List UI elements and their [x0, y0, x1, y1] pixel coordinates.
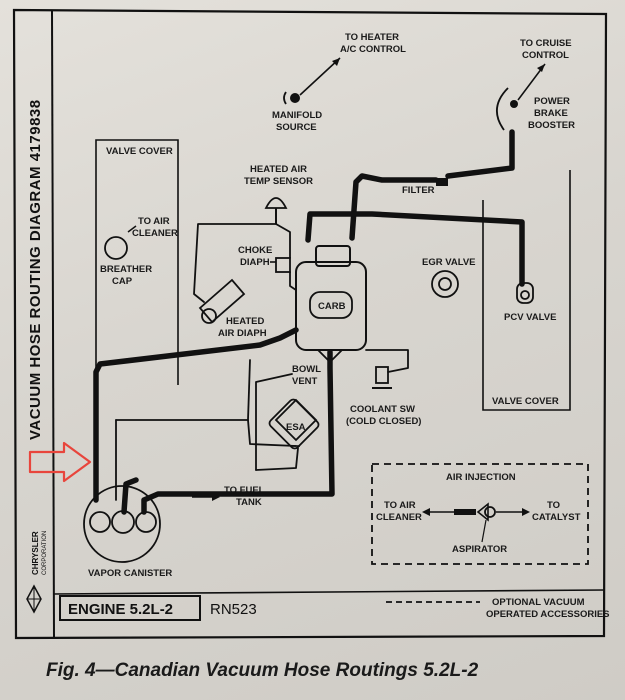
- air-injection-box: [371, 463, 589, 565]
- diagram-title: VACUUM HOSE ROUTING DIAGRAM 4179838: [27, 99, 44, 440]
- to-cruise-label-1: TO CRUISE: [520, 38, 572, 49]
- sidebar-divider: [51, 10, 55, 639]
- ai-to-air-label-2: CLEANER: [376, 512, 422, 523]
- choke-diaph-label-2: DIAPH: [240, 257, 270, 268]
- manifold-source-label-1: MANIFOLD: [272, 110, 322, 121]
- brake-booster-label-1: POWER: [534, 96, 570, 107]
- to-fuel-tank-label-2: TANK: [236, 497, 262, 508]
- egr-valve-icon: [431, 270, 459, 298]
- legend-label-2: OPERATED ACCESSORIES: [486, 609, 610, 620]
- choke-diaph-label-1: CHOKE: [238, 245, 272, 256]
- figure-caption: Fig. 4—Canadian Vacuum Hose Routings 5.2…: [46, 660, 479, 681]
- manifold-source-icon: [283, 91, 300, 105]
- ai-to-air-label-1: TO AIR: [384, 500, 416, 511]
- brake-booster-label-3: BOOSTER: [528, 120, 575, 131]
- bowl-vent-label-2: VENT: [292, 376, 318, 387]
- choke-diaph-icon: [275, 257, 291, 273]
- bowl-vent-label-1: BOWL: [292, 364, 321, 375]
- highlight-arrow-icon: [28, 441, 92, 483]
- vacuum-hoses-thin: [115, 223, 409, 501]
- filter-label: FILTER: [402, 185, 435, 196]
- brake-booster-icon: [496, 87, 509, 131]
- breather-cap-label-1: BREATHER: [100, 264, 152, 275]
- to-air-cleaner-label-2: CLEANER: [132, 228, 178, 239]
- heated-air-diaph-label-2: AIR DIAPH: [218, 328, 267, 339]
- manifold-source-label-2: SOURCE: [276, 122, 317, 133]
- temp-sensor-label-1: HEATED AIR: [250, 164, 307, 175]
- aspirator-icon: [476, 502, 496, 522]
- right-valve-cover-outline: [482, 170, 571, 411]
- carb-label: CARB: [318, 301, 346, 312]
- right-valve-cover-label: VALVE COVER: [492, 396, 559, 407]
- chrysler-logo-icon: [26, 584, 42, 614]
- ai-to-catalyst-label-2: CATALYST: [532, 512, 581, 523]
- coolant-switch-icon: [372, 366, 392, 389]
- breather-cap-label-2: CAP: [112, 276, 133, 287]
- vacuum-hoses-main: [93, 129, 525, 515]
- breather-cap-icon: [104, 236, 128, 260]
- esa-label: ESA: [286, 422, 306, 433]
- diagram-frame: [12, 8, 608, 640]
- left-valve-cover-label: VALVE COVER: [106, 146, 173, 157]
- to-heater-label-1: TO HEATER: [345, 32, 399, 43]
- brake-booster-label-2: BRAKE: [534, 108, 568, 119]
- to-air-cleaner-label-1: TO AIR: [138, 216, 170, 227]
- left-valve-cover-outline: [95, 139, 179, 385]
- filter-icon: [436, 178, 448, 186]
- to-fuel-tank-label-1: TO FUEL: [224, 485, 265, 496]
- temp-sensor-label-2: TEMP SENSOR: [244, 176, 313, 187]
- vapor-canister-label: VAPOR CANISTER: [88, 568, 172, 579]
- heated-air-diaph-icon: [198, 278, 246, 324]
- brand-name: CHRYSLER: [31, 531, 40, 575]
- coolant-switch-label-1: COOLANT SW: [350, 404, 415, 415]
- brand-subtitle: CORPORATION: [42, 531, 48, 575]
- footer-divider: [52, 589, 606, 595]
- diagram-code: RN523: [210, 601, 257, 618]
- engine-box: [59, 595, 201, 621]
- air-injection-label: AIR INJECTION: [446, 472, 516, 483]
- to-cruise-label-2: CONTROL: [522, 50, 569, 61]
- legend-label-1: OPTIONAL VACUUM: [492, 597, 585, 608]
- pcv-valve-icon: [516, 282, 534, 304]
- to-heater-label-2: A/C CONTROL: [340, 44, 406, 55]
- heater-line: [299, 57, 341, 96]
- aspirator-label: ASPIRATOR: [452, 544, 507, 555]
- ai-to-catalyst-label-1: TO: [547, 500, 560, 511]
- temp-sensor-icon: [264, 197, 288, 209]
- egr-valve-label: EGR VALVE: [422, 257, 476, 268]
- coolant-switch-label-2: (COLD CLOSED): [346, 416, 421, 427]
- heated-air-diaph-label-1: HEATED: [226, 316, 264, 327]
- pcv-valve-label: PCV VALVE: [504, 312, 556, 323]
- engine-label: ENGINE 5.2L-2: [68, 601, 173, 618]
